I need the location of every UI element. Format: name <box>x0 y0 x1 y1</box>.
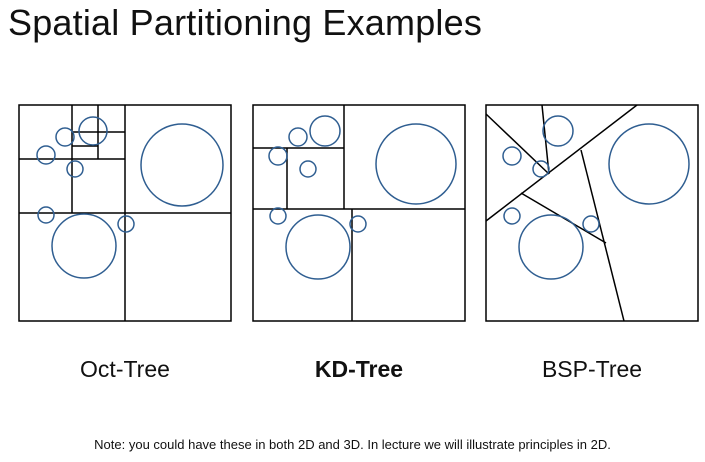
octree-label: Oct-Tree <box>80 356 170 382</box>
kdtree-circle <box>299 160 317 178</box>
octree-circle <box>117 215 135 233</box>
kdtree-circle <box>349 215 367 233</box>
kdtree-circle <box>375 123 457 205</box>
bsptree-circle <box>542 115 574 147</box>
kdtree-circle <box>285 214 351 280</box>
kdtree-circle <box>269 207 287 225</box>
footnote: Note: you could have these in both 2D an… <box>94 437 611 452</box>
octree-circle <box>140 123 224 207</box>
bsptree-split-upper-left <box>486 113 550 175</box>
octree-circle <box>78 116 108 146</box>
bsptree-circle <box>518 214 584 280</box>
kdtree-circle <box>288 127 308 147</box>
kdtree-label: KD-Tree <box>314 356 404 382</box>
kdtree-diagram <box>252 104 466 322</box>
octree-circle <box>55 127 75 147</box>
bsptree-split-right <box>580 149 625 321</box>
bsptree-circle <box>608 123 690 205</box>
bsptree-circle <box>532 160 550 178</box>
octree-circle <box>36 145 56 165</box>
bsptree-diagram <box>485 104 699 322</box>
bsptree-label: BSP-Tree <box>541 356 643 382</box>
bsptree-circle <box>503 207 521 225</box>
bsptree-split-diagonal <box>486 105 638 222</box>
bsptree-circle <box>502 146 522 166</box>
kdtree-bounds <box>252 104 466 322</box>
bsptree-bounds <box>485 104 699 322</box>
bsptree-circle <box>582 215 600 233</box>
slide-title: Spatial Partitioning Examples <box>8 2 483 43</box>
octree-circle <box>51 213 117 279</box>
octree-circle <box>37 206 55 224</box>
kdtree-circle <box>309 115 341 147</box>
octree-circle <box>66 160 84 178</box>
kdtree-circle <box>268 146 288 166</box>
octree-diagram <box>18 104 232 322</box>
